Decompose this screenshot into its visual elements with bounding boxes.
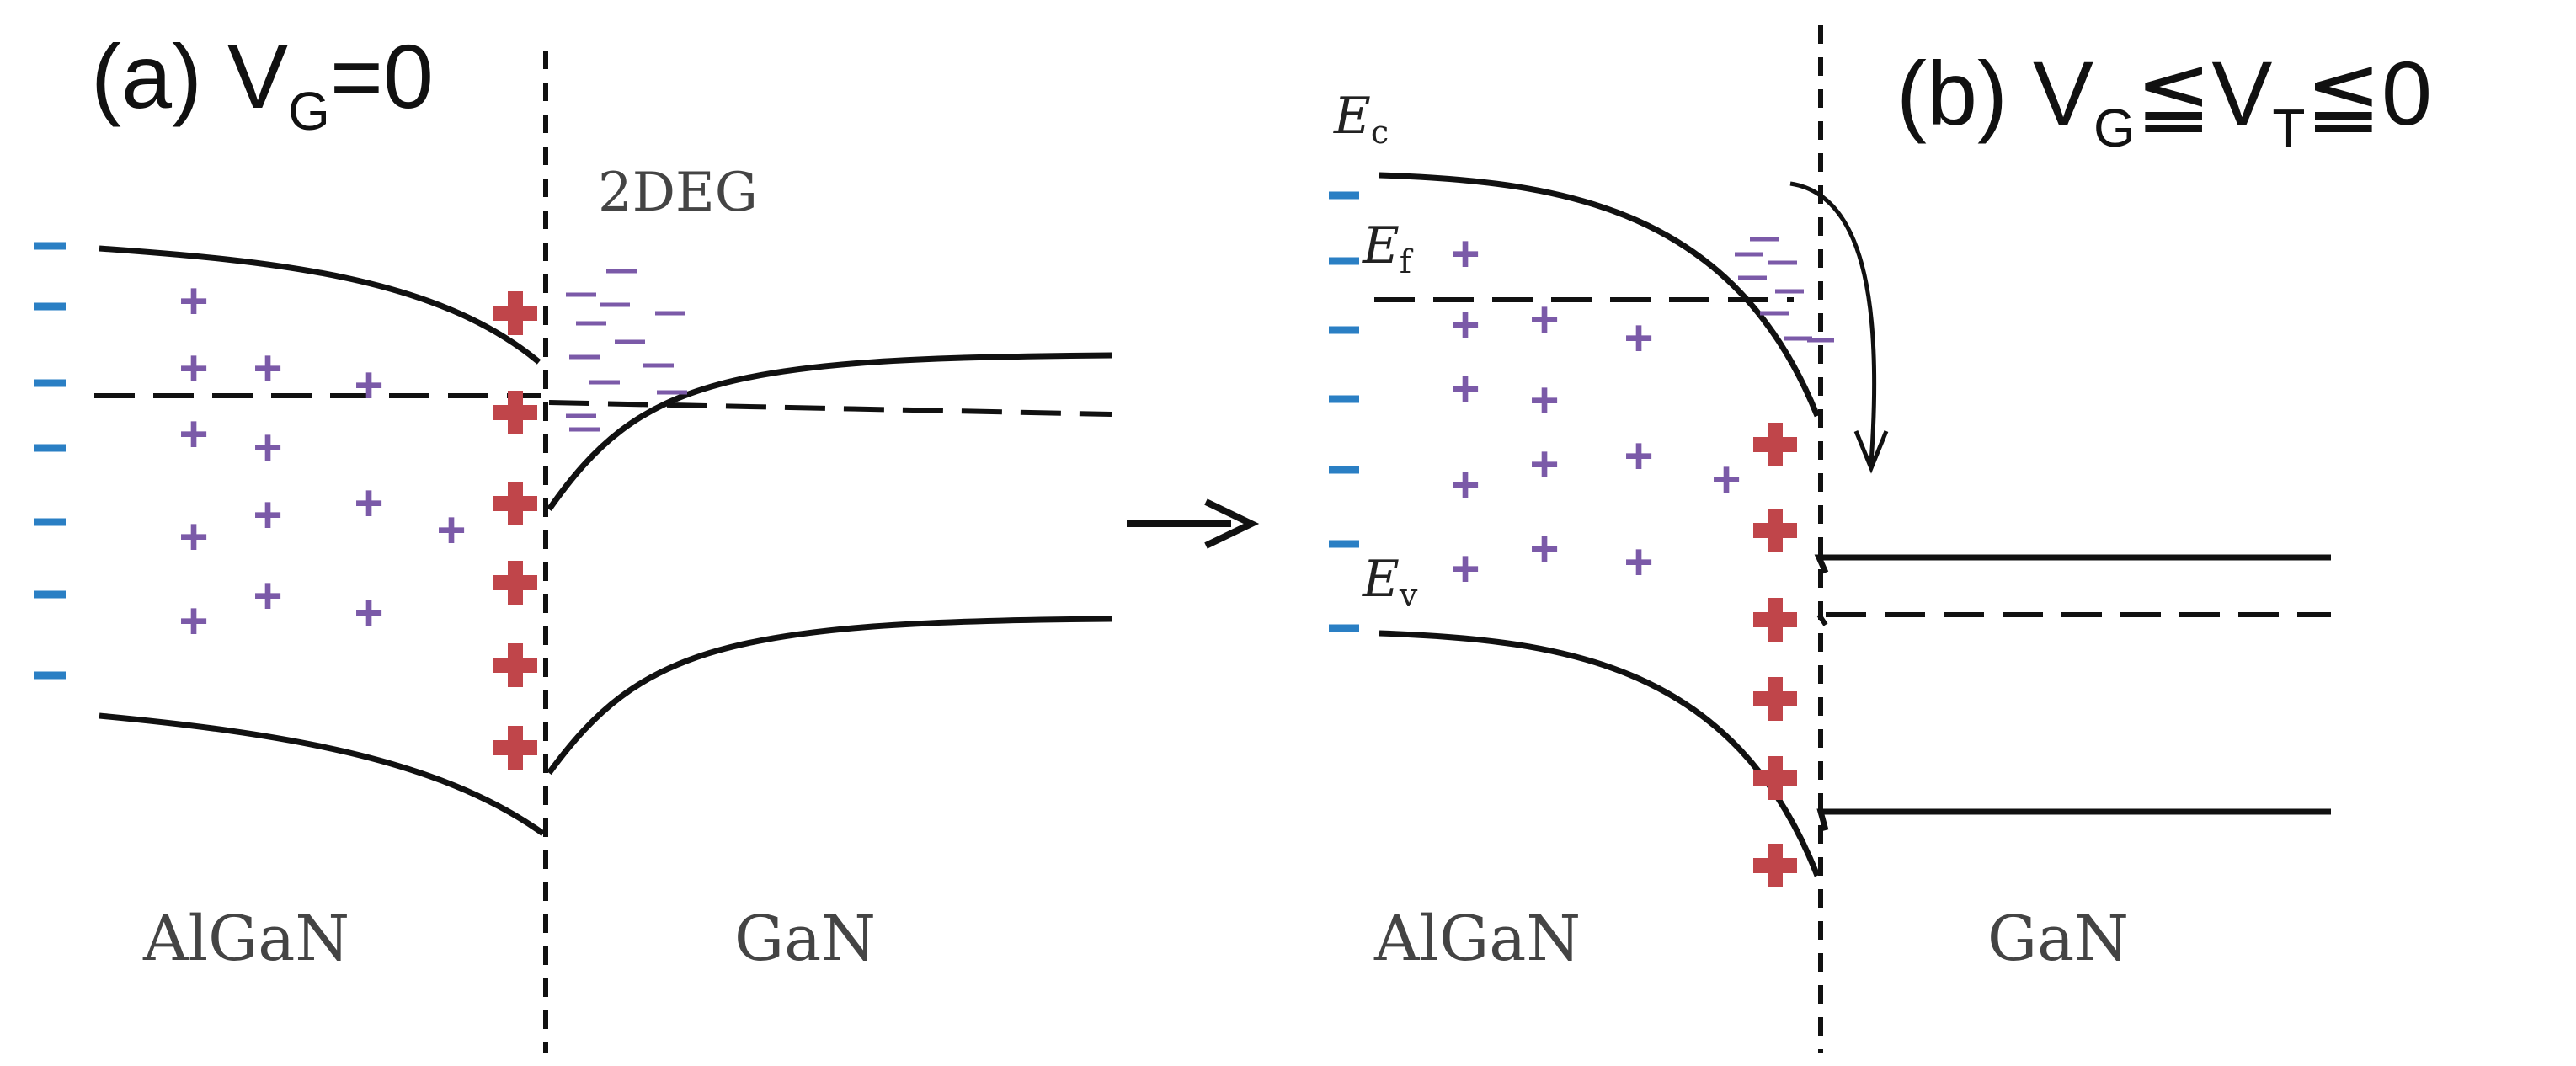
- svg-text:+: +: [1450, 296, 1480, 353]
- panel-b-interface-electrons: [1735, 237, 1834, 343]
- svg-text:+: +: [1529, 291, 1559, 348]
- panel-b-ef-label: Ef: [1362, 216, 1414, 280]
- svg-text:+: +: [253, 340, 282, 397]
- panel-b-gan-label: GaN: [1987, 903, 2129, 975]
- panel-b-ec-label: Ec: [1333, 87, 1389, 151]
- svg-text:+: +: [354, 475, 383, 531]
- svg-text:+: +: [354, 357, 383, 413]
- panel-a-gan-conduction-band: [547, 352, 1112, 512]
- panel-b-title-prefix: (b) V: [1896, 42, 2093, 144]
- svg-text:+: +: [354, 584, 383, 641]
- svg-text:+: +: [179, 340, 208, 397]
- panel-a-gan-label: GaN: [734, 903, 876, 975]
- panel-a-title-suffix: =0: [330, 25, 434, 127]
- panel-b-ef-letter: E: [1362, 216, 1400, 275]
- panel-a-title-sub: G: [288, 81, 330, 141]
- svg-text:+: +: [179, 593, 208, 649]
- panel-a-donor-charges: + + + + + + + + + + + + +: [179, 273, 466, 649]
- panel-b-electron-transfer-arrow-icon: [1789, 181, 1889, 474]
- panel-a-fermi-level-gan: [548, 400, 1112, 417]
- panel-b-algan-label: AlGaN: [1373, 903, 1581, 975]
- panel-a-negative-charges: [34, 242, 66, 680]
- svg-text:+: +: [1450, 456, 1480, 513]
- panel-b-algan-conduction-band: [1379, 172, 1821, 418]
- svg-text:+: +: [1624, 310, 1653, 366]
- panel-a-algan-label: AlGaN: [142, 903, 349, 975]
- panel-b-ev-letter: E: [1362, 550, 1400, 609]
- transition-arrow-icon: [1127, 498, 1260, 549]
- panel-b-title-sub1: G: [2093, 98, 2136, 158]
- panel-b-title-mid: ≦V: [2136, 42, 2273, 144]
- panel-a-2deg-electrons: [566, 269, 687, 432]
- panel-b-ef-sub: f: [1400, 243, 1414, 280]
- panel-b-algan-valence-band: [1379, 630, 1821, 877]
- panel-b-ev-sub: v: [1399, 577, 1418, 614]
- svg-text:+: +: [179, 406, 208, 462]
- panel-a-polarization-charges: [493, 291, 537, 770]
- panel-b-title-sub2: T: [2272, 98, 2305, 158]
- panel-a-algan-conduction-band: [99, 245, 541, 365]
- panel-b-fermi-level-gan-hook: [1816, 613, 1828, 626]
- panel-b-polarization-charges: [1753, 423, 1797, 887]
- svg-text:+: +: [253, 568, 282, 624]
- panel-a-title: (a) VG=0: [91, 25, 434, 141]
- svg-text:+: +: [1450, 541, 1480, 597]
- svg-text:+: +: [1529, 372, 1559, 429]
- svg-text:+: +: [253, 487, 282, 543]
- panel-b-title: (b) VG≦VT≦0: [1896, 42, 2432, 158]
- panel-b-donor-charges: + + + + + + + + + + + + +: [1450, 226, 1741, 597]
- panel-b-ec-letter: E: [1333, 87, 1371, 146]
- panel-a-title-prefix: (a) V: [91, 25, 288, 127]
- svg-text:+: +: [436, 502, 466, 558]
- svg-text:+: +: [1624, 534, 1653, 590]
- panel-b-gan-valence-band: [1816, 808, 2331, 831]
- svg-text:+: +: [1529, 436, 1559, 493]
- svg-text:+: +: [253, 419, 282, 476]
- svg-text:+: +: [1624, 428, 1653, 484]
- panel-b-ec-sub: c: [1371, 114, 1389, 151]
- panel-a-2deg-label: 2DEG: [598, 162, 758, 224]
- panel-b-title-suffix: ≦0: [2305, 42, 2432, 144]
- panel-a-algan-valence-band: [99, 712, 546, 836]
- svg-text:+: +: [1529, 520, 1559, 577]
- svg-text:+: +: [179, 273, 208, 329]
- svg-text:+: +: [179, 509, 208, 565]
- svg-text:+: +: [1711, 451, 1741, 508]
- svg-text:+: +: [1450, 360, 1480, 417]
- panel-a-gan-valence-band: [547, 616, 1112, 776]
- svg-text:+: +: [1450, 226, 1480, 282]
- panel-b-gan-conduction-band: [1814, 554, 2331, 574]
- panel-b-ev-label: Ev: [1362, 550, 1418, 614]
- panel-b-negative-charges: [1329, 191, 1359, 632]
